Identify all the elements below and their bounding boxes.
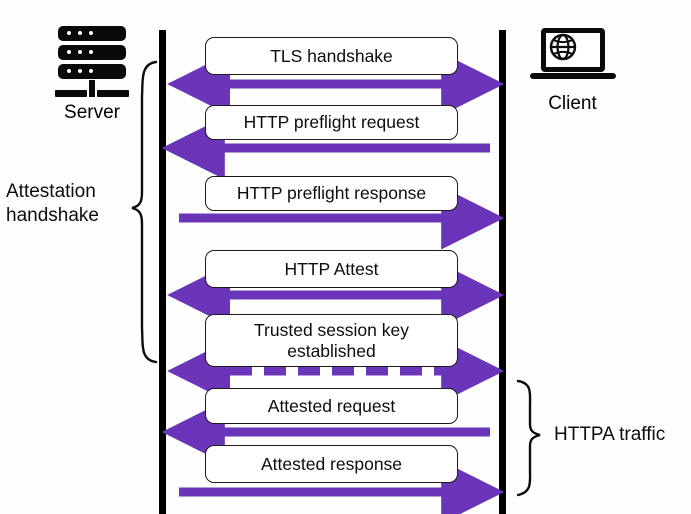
message-box-tls-handshake[interactable]: TLS handshake xyxy=(205,37,458,75)
message-label: Attested request xyxy=(267,395,396,416)
message-label-line1: Trusted session key xyxy=(254,320,409,341)
message-label: TLS handshake xyxy=(270,45,393,66)
server-icon xyxy=(52,26,132,101)
message-label: HTTP preflight response xyxy=(236,183,427,204)
label-httpa-traffic: HTTPA traffic xyxy=(554,424,666,445)
laptop-globe-icon xyxy=(529,26,616,92)
client-label: Client xyxy=(548,93,597,114)
server-label: Server xyxy=(64,102,120,123)
message-box-attested-response[interactable]: Attested response xyxy=(205,445,458,483)
globe-icon xyxy=(549,33,576,61)
actor-client: Client xyxy=(505,26,640,115)
message-label-line2: established xyxy=(287,340,376,361)
message-box-http-preflight-response[interactable]: HTTP preflight response xyxy=(205,176,458,211)
server-lifeline xyxy=(159,30,166,514)
label-line1: Attestation xyxy=(6,181,96,202)
message-label: HTTP Attest xyxy=(284,258,379,279)
actor-server: Server xyxy=(22,26,162,124)
message-box-http-attest[interactable]: HTTP Attest xyxy=(205,250,458,288)
message-box-http-preflight-request[interactable]: HTTP preflight request xyxy=(205,105,458,140)
brace-httpa-traffic xyxy=(516,379,541,497)
message-box-trusted-session-key[interactable]: Trusted session key established xyxy=(205,314,458,367)
label-line2: handshake xyxy=(6,204,99,226)
label-attestation-handshake: Attestation handshake xyxy=(6,180,151,228)
message-label: Attested response xyxy=(260,453,403,474)
message-box-attested-request[interactable]: Attested request xyxy=(205,388,458,424)
message-label: HTTP preflight request xyxy=(243,112,420,133)
